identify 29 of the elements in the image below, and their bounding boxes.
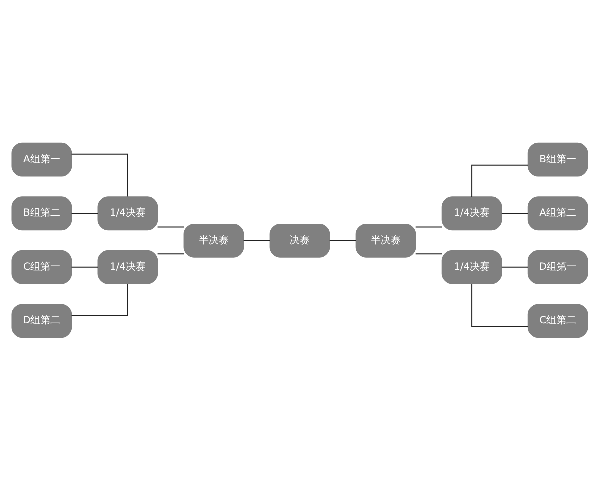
node-box: A组第二 — [528, 196, 588, 230]
node-box: 1/4决赛 — [98, 196, 158, 230]
connector — [501, 212, 529, 214]
node-box: B组第一 — [528, 142, 588, 176]
connector — [415, 253, 443, 254]
connector — [71, 212, 99, 214]
node-box: 决赛 — [270, 223, 330, 258]
node-box: 半决赛 — [184, 223, 244, 258]
node-box: D组第一 — [528, 250, 588, 284]
connector — [329, 240, 357, 241]
node-box: 半决赛 — [356, 223, 416, 258]
connector — [415, 226, 443, 228]
node-box: B组第二 — [12, 196, 72, 230]
node-box: D组第二 — [12, 304, 72, 338]
connector — [157, 253, 185, 254]
node-box: C组第二 — [528, 304, 588, 338]
node-box: 1/4决赛 — [442, 196, 502, 230]
connector — [157, 226, 185, 228]
connector — [472, 283, 529, 327]
connector — [71, 283, 128, 316]
node-box: C组第一 — [12, 250, 72, 284]
connector — [472, 164, 529, 197]
node-box: A组第一 — [12, 142, 72, 176]
connector — [71, 153, 128, 197]
connector — [71, 266, 99, 268]
connector — [243, 240, 271, 241]
node-box: 1/4决赛 — [98, 250, 158, 284]
node-box: 1/4决赛 — [442, 250, 502, 284]
connector — [501, 266, 529, 268]
